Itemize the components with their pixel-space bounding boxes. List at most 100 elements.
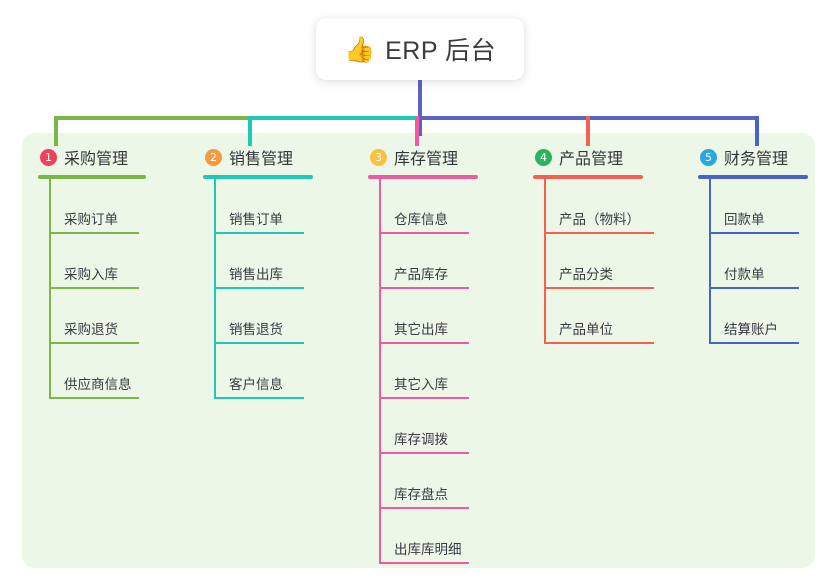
branch-item[interactable]: 销售订单	[203, 179, 313, 234]
branch-item[interactable]: 其它入库	[368, 344, 478, 399]
branch-item-label: 库存调拨	[394, 432, 448, 447]
branch-header-5[interactable]: 5 财务管理	[698, 145, 808, 169]
branch-title: 采购管理	[64, 151, 129, 168]
branch-item-rule	[214, 342, 304, 344]
branch-item[interactable]: 销售出库	[203, 234, 313, 289]
branch-item[interactable]: 采购入库	[38, 234, 146, 289]
branch-header-rule	[533, 175, 643, 179]
branch-item[interactable]: 回款单	[698, 179, 808, 234]
root-title: ERP 后台	[385, 37, 497, 65]
branch-item-label: 销售订单	[229, 212, 283, 227]
branch-item-rule	[214, 287, 304, 289]
branch-item[interactable]: 采购订单	[38, 179, 146, 234]
branch-header-2[interactable]: 2 销售管理	[203, 145, 313, 169]
branch-spine	[379, 179, 381, 564]
branch-item-label: 采购退货	[64, 322, 118, 337]
branch-number-badge: 2	[205, 148, 222, 166]
branch-number-badge: 5	[700, 148, 717, 166]
branch-header-rule	[38, 175, 146, 179]
branch-header-rule	[698, 175, 808, 179]
branch-item[interactable]: 产品分类	[533, 234, 654, 289]
branch-number-badge: 3	[370, 148, 387, 166]
branch-item-label: 销售退货	[229, 322, 283, 337]
branch-item[interactable]: 库存调拨	[368, 399, 478, 454]
branch-item-rule	[709, 232, 799, 234]
branch-item-label: 采购入库	[64, 267, 118, 282]
branch-item-label: 产品单位	[559, 322, 613, 337]
branch-item-label: 产品（物料）	[559, 212, 640, 227]
branch-item-list: 产品（物料） 产品分类产品单位	[533, 179, 654, 344]
branch-item[interactable]: 产品库存	[368, 234, 478, 289]
branch-title: 销售管理	[229, 151, 294, 168]
branch-title: 库存管理	[394, 151, 459, 168]
branch-header-3[interactable]: 3 库存管理	[368, 145, 478, 169]
branch-item[interactable]: 客户信息	[203, 344, 313, 399]
branch-header-1[interactable]: 1 采购管理	[38, 145, 146, 169]
branch-spine	[544, 179, 546, 344]
branch-item-label: 其它出库	[394, 322, 448, 337]
root-node[interactable]: 👍 ERP 后台	[316, 18, 524, 80]
branch-column-1: 1 采购管理采购订单采购入库采购退货供应商信息	[38, 145, 146, 399]
branch-item-rule	[49, 397, 139, 399]
branch-item-rule	[49, 287, 139, 289]
branch-item-rule	[544, 287, 654, 289]
branch-item-label: 仓库信息	[394, 212, 448, 227]
branch-item-rule	[214, 232, 304, 234]
branch-item[interactable]: 采购退货	[38, 289, 146, 344]
branch-item-label: 销售出库	[229, 267, 283, 282]
branch-item-rule	[49, 232, 139, 234]
branch-item-rule	[379, 342, 469, 344]
branch-item-list: 回款单付款单结算账户	[698, 179, 808, 344]
branch-item-label: 其它入库	[394, 377, 448, 392]
branch-item[interactable]: 仓库信息	[368, 179, 478, 234]
branch-item-rule	[709, 287, 799, 289]
branch-item-rule	[379, 397, 469, 399]
branch-column-5: 5 财务管理回款单付款单结算账户	[698, 145, 808, 344]
branches-panel	[22, 133, 815, 568]
branch-item[interactable]: 出库库明细	[368, 509, 478, 564]
branch-title: 产品管理	[559, 151, 624, 168]
branch-item[interactable]: 其它出库	[368, 289, 478, 344]
branch-spine	[49, 179, 51, 399]
branch-item[interactable]: 产品单位	[533, 289, 654, 344]
branch-item[interactable]: 销售退货	[203, 289, 313, 344]
branch-column-2: 2 销售管理销售订单销售出库销售退货客户信息	[203, 145, 313, 399]
branch-item-label: 产品分类	[559, 267, 613, 282]
branch-header-rule	[203, 175, 313, 179]
branch-number-badge: 1	[40, 148, 57, 166]
branch-item-list: 采购订单采购入库采购退货供应商信息	[38, 179, 146, 399]
branch-item-label: 产品库存	[394, 267, 448, 282]
branch-item-rule	[709, 342, 799, 344]
branch-item-label: 库存盘点	[394, 487, 448, 502]
branch-item-label: 出库库明细	[394, 542, 462, 557]
branch-item-label: 付款单	[724, 267, 765, 282]
branch-item-rule	[544, 342, 654, 344]
branch-item-label: 供应商信息	[64, 377, 132, 392]
branch-item[interactable]: 供应商信息	[38, 344, 146, 399]
branch-item-label: 结算账户	[724, 322, 778, 337]
branch-item-label: 回款单	[724, 212, 765, 227]
branch-item-rule	[49, 342, 139, 344]
branch-item-rule	[379, 562, 469, 564]
branch-item[interactable]: 付款单	[698, 234, 808, 289]
branch-item-rule	[379, 287, 469, 289]
branch-item[interactable]: 产品（物料）	[533, 179, 654, 234]
branch-item-label: 客户信息	[229, 377, 283, 392]
branch-item-rule	[379, 232, 469, 234]
branch-item-rule	[214, 397, 304, 399]
branch-title: 财务管理	[724, 151, 789, 168]
thumbs-up-icon: 👍	[343, 34, 376, 64]
branch-item[interactable]: 结算账户	[698, 289, 808, 344]
branch-spine	[709, 179, 711, 344]
branch-item-rule	[544, 232, 654, 234]
branch-header-rule	[368, 175, 478, 179]
branch-item[interactable]: 库存盘点	[368, 454, 478, 509]
branch-column-3: 3 库存管理仓库信息产品库存其它出库其它入库库存调拨库存盘点出库库明细	[368, 145, 478, 564]
branch-item-rule	[379, 452, 469, 454]
branch-item-list: 仓库信息产品库存其它出库其它入库库存调拨库存盘点出库库明细	[368, 179, 478, 564]
